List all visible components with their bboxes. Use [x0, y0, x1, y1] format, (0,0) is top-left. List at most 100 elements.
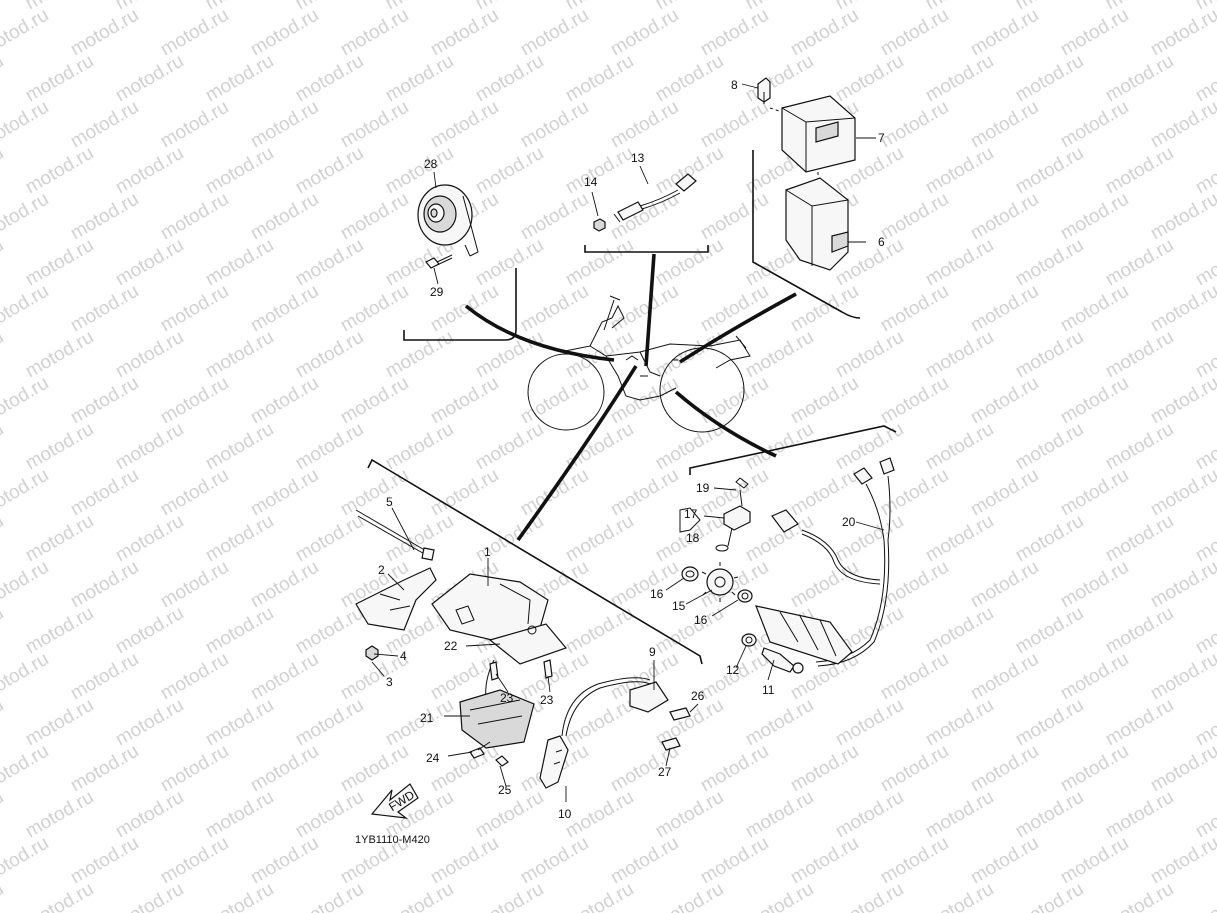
watermark-text: motod.ru	[967, 833, 1042, 889]
callout-25: 25	[498, 783, 512, 797]
watermark-text: motod.ru	[67, 189, 142, 245]
watermark-text: motod.ru	[922, 235, 997, 291]
watermark-text: motod.ru	[67, 741, 142, 797]
watermark-text: motod.ru	[652, 235, 727, 291]
watermark-text: motod.ru	[787, 833, 862, 889]
watermark-text: motod.ru	[22, 327, 97, 383]
sensor-group	[584, 173, 709, 253]
watermark-text: motod.ru	[472, 235, 547, 291]
watermark-text: motod.ru	[967, 649, 1042, 705]
callout-5: 5	[386, 495, 393, 509]
watermark-text: motod.ru	[157, 741, 232, 797]
watermark-text: motod.ru	[697, 5, 772, 61]
watermark-text: motod.ru	[292, 879, 367, 913]
watermark-text: motod.ru	[517, 5, 592, 61]
watermark-text: motod.ru	[562, 51, 637, 107]
watermark-text: motod.ru	[202, 235, 277, 291]
callout-labels: 1 2 3 4 5 6 7 8 9 10 11 12 13 14 15 16 1…	[378, 78, 885, 821]
bolt-27	[661, 737, 681, 751]
pickup-group	[679, 425, 897, 674]
watermark-text: motod.ru	[1012, 695, 1087, 751]
watermark-text: motod.ru	[157, 649, 232, 705]
watermark-text: motod.ru	[607, 281, 682, 337]
callout-13: 13	[631, 151, 645, 165]
watermark-text: motod.ru	[1102, 511, 1177, 567]
watermark-text: motod.ru	[22, 695, 97, 751]
watermark-text: motod.ru	[0, 51, 7, 107]
watermark-text: motod.ru	[877, 741, 952, 797]
watermark-text: motod.ru	[1192, 511, 1217, 567]
watermark-text: motod.ru	[562, 419, 637, 475]
switch-9	[629, 681, 669, 713]
bolt-4	[365, 645, 379, 661]
bracket-clip	[757, 77, 771, 104]
watermark-text: motod.ru	[292, 603, 367, 659]
watermark-text: motod.ru	[427, 373, 502, 429]
watermark-text: motod.ru	[832, 695, 907, 751]
watermark-text: motod.ru	[337, 373, 412, 429]
watermark-text: motod.ru	[607, 833, 682, 889]
watermark-text: motod.ru	[247, 97, 322, 153]
watermark-text: motod.ru	[967, 97, 1042, 153]
watermark-text: motod.ru	[112, 235, 187, 291]
callout-22: 22	[444, 639, 458, 653]
watermark-text: motod.ru	[0, 603, 7, 659]
watermark-text: motod.ru	[967, 741, 1042, 797]
screw-23a	[489, 661, 499, 681]
callout-12: 12	[726, 663, 740, 677]
watermark-text: motod.ru	[1012, 603, 1087, 659]
watermark-text: motod.ru	[157, 97, 232, 153]
watermark-text: motod.ru	[22, 511, 97, 567]
watermark-text: motod.ru	[607, 465, 682, 521]
cover-2	[355, 567, 437, 631]
watermark-text: motod.ru	[562, 143, 637, 199]
watermark-text: motod.ru	[697, 189, 772, 245]
watermark-text: motod.ru	[1147, 281, 1217, 337]
cdi-group	[752, 77, 861, 319]
watermark-text: motod.ru	[877, 833, 952, 889]
watermark-text: motod.ru	[67, 281, 142, 337]
watermark-text: motod.ru	[787, 741, 862, 797]
watermark-text: motod.ru	[1147, 557, 1217, 613]
watermark-text: motod.ru	[607, 189, 682, 245]
watermark-text: motod.ru	[0, 833, 52, 889]
watermark-text: motod.ru	[1147, 373, 1217, 429]
watermark-text: motod.ru	[202, 327, 277, 383]
watermark-text: motod.ru	[1192, 695, 1217, 751]
watermark-text: motod.ru	[967, 189, 1042, 245]
watermark-text: motod.ru	[517, 373, 592, 429]
watermark-text: motod.ru	[967, 465, 1042, 521]
watermark-text: motod.ru	[22, 143, 97, 199]
watermark-text: motod.ru	[0, 97, 52, 153]
watermark-text: motod.ru	[202, 603, 277, 659]
callout-23a: 23	[500, 691, 514, 705]
callout-19: 19	[696, 481, 710, 495]
watermark-text: motod.ru	[517, 189, 592, 245]
watermark-text: motod.ru	[517, 833, 592, 889]
watermark-text: motod.ru	[1102, 235, 1177, 291]
watermark-text: motod.ru	[157, 833, 232, 889]
crank-sensor	[679, 477, 751, 547]
watermark-text: motod.ru	[0, 0, 7, 14]
watermark-text: motod.ru	[337, 741, 412, 797]
watermark-text: motod.ru	[1012, 787, 1087, 843]
watermark-text: motod.ru	[247, 741, 322, 797]
watermark-text: motod.ru	[652, 419, 727, 475]
watermark-text: motod.ru	[22, 419, 97, 475]
watermark-text: motod.ru	[67, 557, 142, 613]
watermark-text: motod.ru	[382, 511, 457, 567]
watermark-text: motod.ru	[1102, 143, 1177, 199]
callout-26: 26	[691, 689, 705, 703]
watermark-text: motod.ru	[0, 327, 7, 383]
watermark-text: motod.ru	[472, 879, 547, 913]
watermark-text: motod.ru	[1147, 833, 1217, 889]
watermark-text: motod.ru	[1057, 465, 1132, 521]
watermark-text: motod.ru	[67, 373, 142, 429]
watermark-text: motod.ru	[247, 833, 322, 889]
watermark-text: motod.ru	[1147, 97, 1217, 153]
watermark-text: motod.ru	[562, 235, 637, 291]
watermark-text: motod.ru	[292, 327, 367, 383]
watermark-text: motod.ru	[1147, 465, 1217, 521]
watermark-text: motod.ru	[922, 143, 997, 199]
watermark-text: motod.ru	[922, 603, 997, 659]
